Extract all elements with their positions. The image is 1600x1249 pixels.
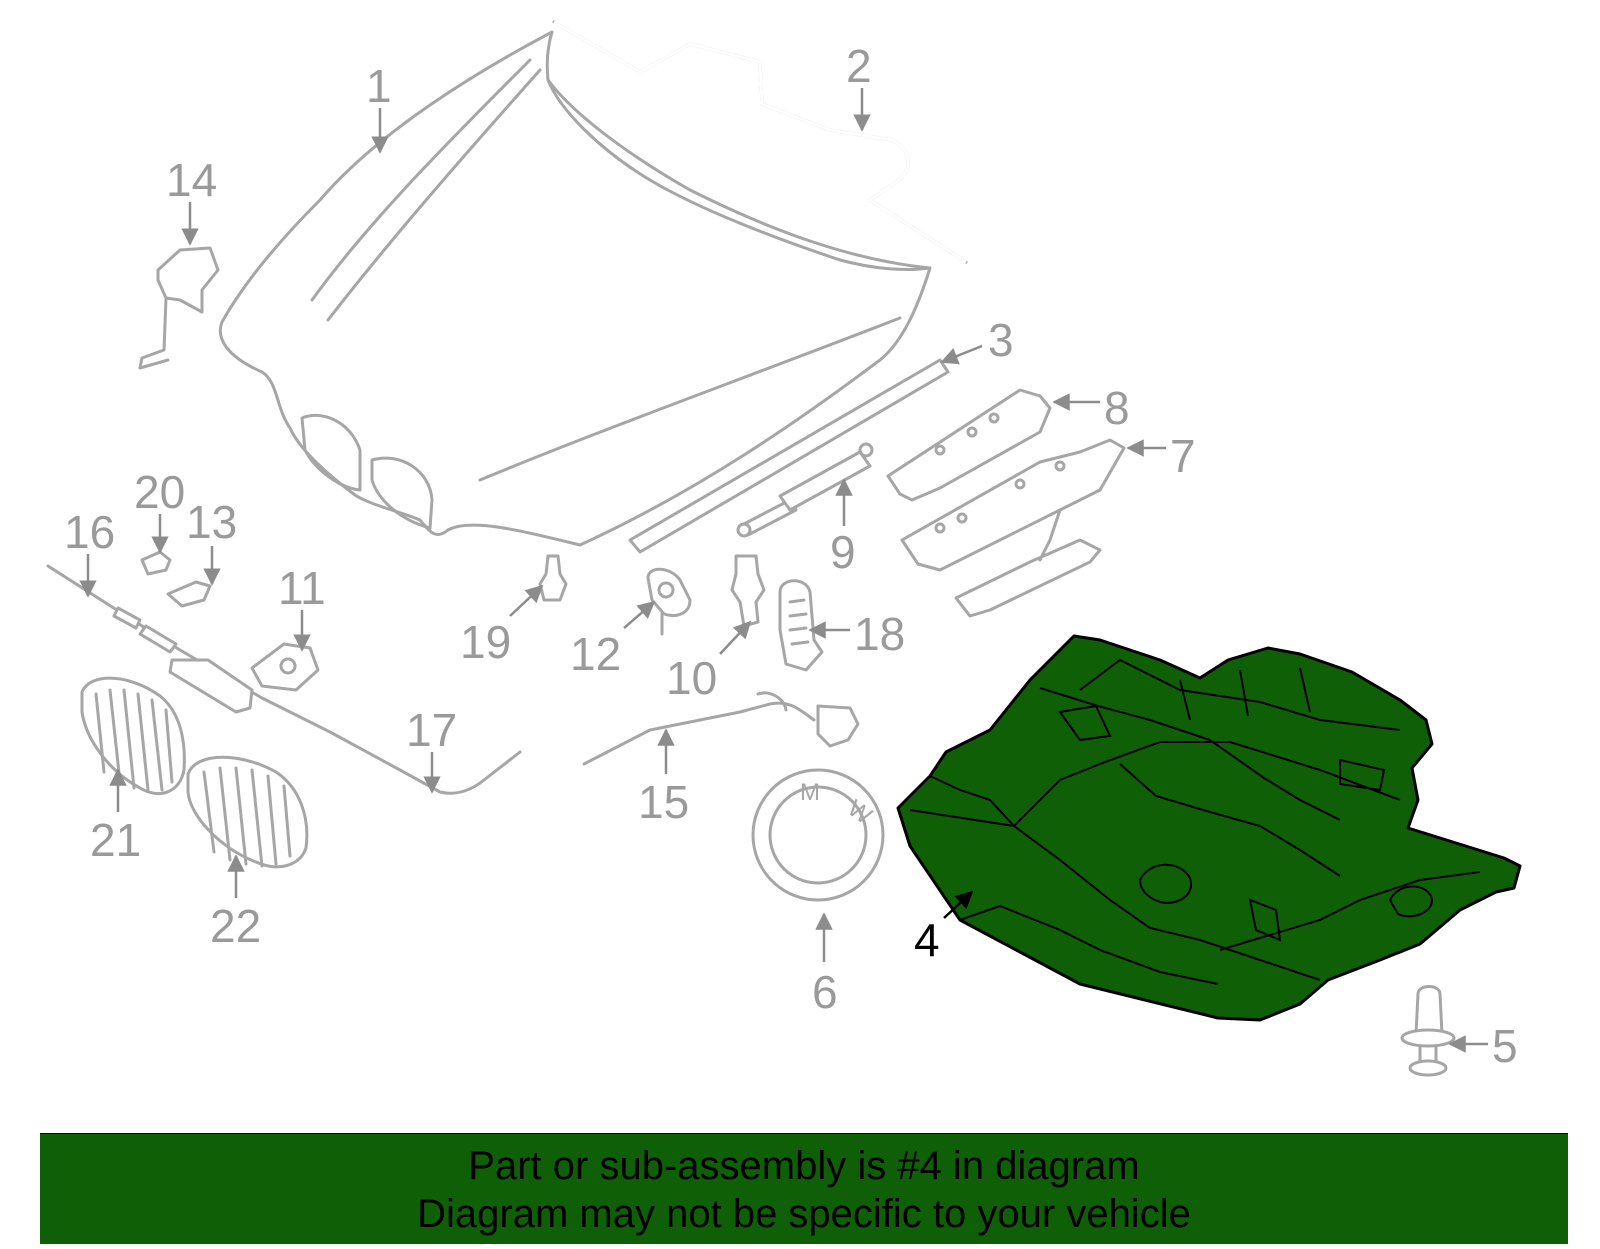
banner-line-1: Part or sub-assembly is #4 in diagram <box>468 1144 1140 1188</box>
callout-22: 22 <box>210 854 261 952</box>
callout-20: 20 <box>134 466 185 554</box>
grille-right <box>186 755 309 869</box>
svg-text:19: 19 <box>460 616 511 668</box>
svg-text:7: 7 <box>1170 430 1196 482</box>
info-banner: Part or sub-assembly is #4 in diagram Di… <box>40 1133 1568 1244</box>
hood-lock <box>646 567 692 636</box>
svg-text:15: 15 <box>638 776 689 828</box>
release-cable <box>582 691 860 766</box>
callout-7: 7 <box>1126 430 1196 482</box>
callout-13: 13 <box>186 496 237 586</box>
svg-text:12: 12 <box>570 628 621 680</box>
hood <box>218 30 932 547</box>
svg-text:1: 1 <box>366 60 392 112</box>
small-bracket <box>166 580 212 608</box>
grille-left <box>80 676 186 796</box>
svg-text:5: 5 <box>1492 1020 1518 1072</box>
svg-text:10: 10 <box>666 652 717 704</box>
svg-text:20: 20 <box>134 466 185 518</box>
emblem-letter-m: M <box>800 779 820 806</box>
cable-front <box>46 564 522 795</box>
gas-strut <box>736 442 874 538</box>
emblem: M W <box>751 768 885 902</box>
banner-line-2: Diagram may not be specific to your vehi… <box>417 1192 1191 1236</box>
callout-2: 2 <box>846 40 872 132</box>
push-clip <box>1400 985 1456 1077</box>
svg-text:18: 18 <box>854 608 905 660</box>
svg-text:8: 8 <box>1104 382 1130 434</box>
svg-text:21: 21 <box>90 814 141 866</box>
svg-text:3: 3 <box>988 314 1014 366</box>
svg-text:6: 6 <box>812 966 838 1018</box>
svg-text:14: 14 <box>166 154 217 206</box>
callout-3: 3 <box>940 314 1014 366</box>
callout-18: 18 <box>808 608 905 660</box>
callout-15: 15 <box>638 728 689 828</box>
latch-bracket <box>138 246 220 370</box>
callout-9: 9 <box>830 478 856 578</box>
callout-6: 6 <box>812 912 838 1018</box>
callout-4: 4 <box>914 890 974 966</box>
callout-12: 12 <box>570 600 656 680</box>
svg-text:9: 9 <box>830 526 856 578</box>
callout-11: 11 <box>278 562 326 652</box>
svg-text:2: 2 <box>846 40 872 92</box>
callout-10: 10 <box>666 620 752 704</box>
callout-1: 1 <box>366 60 392 154</box>
callout-21: 21 <box>90 768 141 866</box>
hood-hinge <box>900 438 1126 618</box>
handle-cover <box>778 579 824 672</box>
callout-8: 8 <box>1052 382 1130 434</box>
hood-seal <box>552 20 968 264</box>
svg-text:22: 22 <box>210 900 261 952</box>
rubber-stop <box>538 554 568 602</box>
weatherstrip <box>628 358 950 554</box>
callout-14: 14 <box>166 154 217 246</box>
svg-text:13: 13 <box>186 496 237 548</box>
svg-text:17: 17 <box>406 704 457 756</box>
buffer-stop <box>140 550 172 576</box>
callout-5: 5 <box>1448 1020 1518 1072</box>
underbody-shield <box>896 634 1522 1022</box>
callout-16: 16 <box>64 506 115 598</box>
hinge-bracket <box>886 388 1052 502</box>
release-lever <box>250 642 320 692</box>
striker-pin <box>730 554 766 628</box>
svg-text:4: 4 <box>914 914 940 966</box>
svg-text:16: 16 <box>64 506 115 558</box>
callout-19: 19 <box>460 584 544 668</box>
callout-17: 17 <box>406 704 457 794</box>
svg-text:11: 11 <box>278 562 326 614</box>
